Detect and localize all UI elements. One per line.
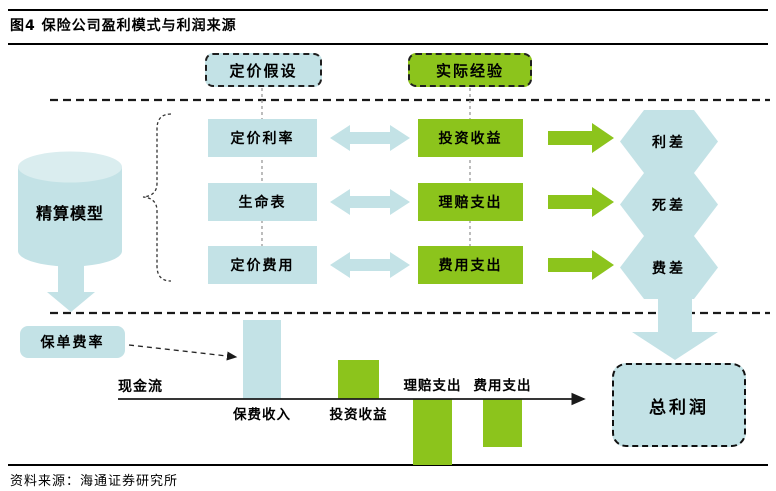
hexagon-expense-spread <box>620 236 718 299</box>
cashflow-bar-3 <box>483 399 522 447</box>
assumption-box-pricing-rate: 定价利率 <box>208 119 317 157</box>
cashflow-bar-label-2: 理赔支出 <box>403 378 462 394</box>
total-profit-box: 总利润 <box>612 363 746 447</box>
title-rule <box>8 43 768 45</box>
actual-box-investment-income: 投资收益 <box>418 119 523 157</box>
cashflow-bar-1 <box>338 360 379 399</box>
down-arrow-total-profit <box>632 294 718 360</box>
right-arrow-row-1 <box>548 123 614 153</box>
cashflow-bar-2 <box>413 399 452 465</box>
spread-label-expense: 费差 <box>652 260 686 277</box>
right-arrow-row-2 <box>548 187 614 217</box>
figure-title: 图4 保险公司盈利模式与利润来源 <box>10 18 237 34</box>
cashflow-title: 现金流 <box>118 379 163 395</box>
policy-rate-box: 保单费率 <box>20 326 125 358</box>
cashflow-bars <box>243 320 522 465</box>
footer-rule <box>8 464 768 466</box>
cashflow-bar-label-3: 费用支出 <box>473 378 532 394</box>
double-arrow-row-3 <box>330 252 410 278</box>
actuarial-model-cylinder <box>18 167 122 267</box>
hexagon-interest-spread <box>620 110 718 173</box>
double-arrow-row-2 <box>330 189 410 215</box>
spread-label-interest: 利差 <box>652 134 686 151</box>
top-rule <box>8 9 768 11</box>
right-arrow-row-3 <box>548 250 614 280</box>
actual-box-expense-outgo: 费用支出 <box>418 246 523 284</box>
assumption-box-life-table: 生命表 <box>208 183 317 221</box>
assumption-box-pricing-expense: 定价费用 <box>208 246 317 284</box>
double-arrow-row-1 <box>330 125 410 151</box>
cashflow-bar-label-1: 投资收益 <box>329 407 388 423</box>
brace-icon <box>142 113 172 282</box>
pricing-assumption-box: 定价假设 <box>205 53 322 87</box>
source-note: 资料来源：海通证券研究所 <box>10 474 179 489</box>
cashflow-bar-0 <box>243 320 281 399</box>
hexagon-mortality-spread <box>620 173 718 236</box>
down-arrow-cylinder <box>47 266 95 312</box>
policy-rate-arrow <box>128 344 238 361</box>
actual-experience-box: 实际经验 <box>408 53 532 87</box>
actual-box-claims-expense: 理赔支出 <box>418 183 523 221</box>
cashflow-bar-label-0: 保费收入 <box>233 407 291 423</box>
actuarial-model-label: 精算模型 <box>35 204 104 223</box>
spread-label-mortality: 死差 <box>652 197 686 214</box>
cylinder-top-face <box>18 151 122 183</box>
